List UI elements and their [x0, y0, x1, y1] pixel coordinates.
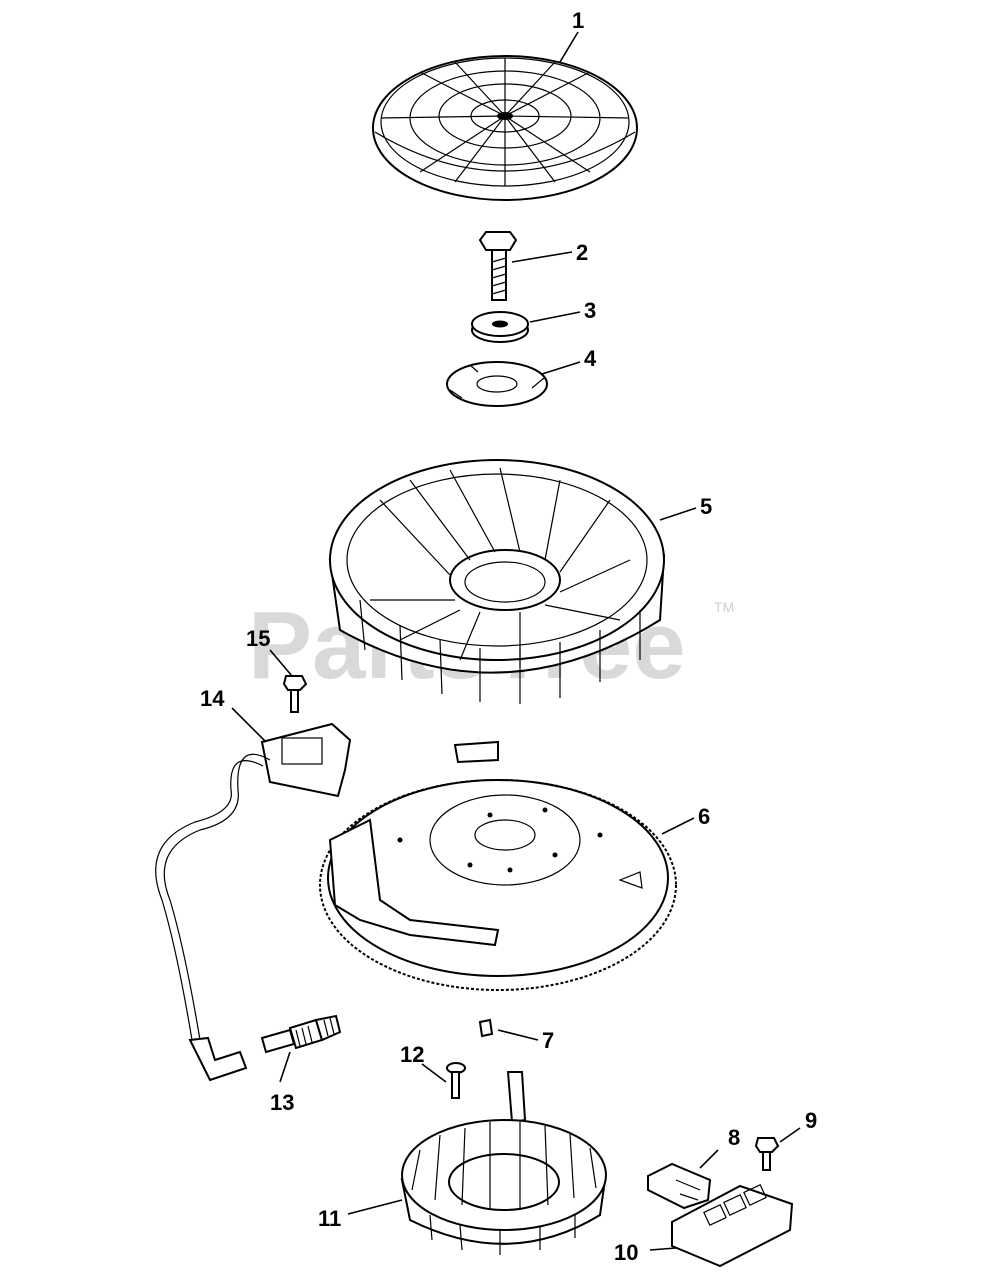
callout-9: 9 — [805, 1108, 817, 1133]
callout-3: 3 — [584, 298, 596, 323]
leader-lines — [231, 31, 801, 1251]
part-1-screen[interactable] — [372, 55, 638, 201]
part-2-bolt[interactable] — [478, 231, 518, 301]
part-7-key[interactable] — [478, 1018, 494, 1038]
part-11-stator[interactable] — [400, 1071, 607, 1255]
callouts: 1 2 3 4 5 6 7 8 9 10 11 12 13 14 15 — [200, 8, 817, 1265]
callout-2: 2 — [576, 240, 588, 265]
watermark-tm: TM — [714, 599, 734, 615]
callout-11: 11 — [318, 1206, 341, 1231]
part-12-screw[interactable] — [446, 1062, 466, 1099]
callout-1: 1 — [572, 8, 584, 33]
part-6-flywheel[interactable] — [319, 740, 677, 991]
callout-12: 12 — [400, 1042, 424, 1067]
callout-5: 5 — [700, 494, 712, 519]
callout-7: 7 — [542, 1028, 554, 1053]
callout-14: 14 — [200, 686, 225, 711]
part-14-ignition-module[interactable] — [155, 722, 352, 1082]
callout-6: 6 — [698, 804, 710, 829]
callout-10: 10 — [614, 1240, 638, 1265]
part-5-fan[interactable] — [328, 459, 666, 704]
callout-8: 8 — [728, 1125, 740, 1150]
part-8-connector[interactable] — [647, 1162, 712, 1210]
part-10-regulator[interactable] — [671, 1184, 794, 1268]
part-13-spark-plug[interactable] — [260, 1014, 342, 1054]
part-9-screw[interactable] — [754, 1137, 780, 1171]
part-3-washer[interactable] — [471, 311, 529, 343]
part-15-screw[interactable] — [282, 675, 308, 713]
part-4-retainer[interactable] — [446, 361, 548, 407]
callout-15: 15 — [246, 626, 270, 651]
callout-4: 4 — [584, 346, 597, 371]
callout-13: 13 — [270, 1090, 294, 1115]
